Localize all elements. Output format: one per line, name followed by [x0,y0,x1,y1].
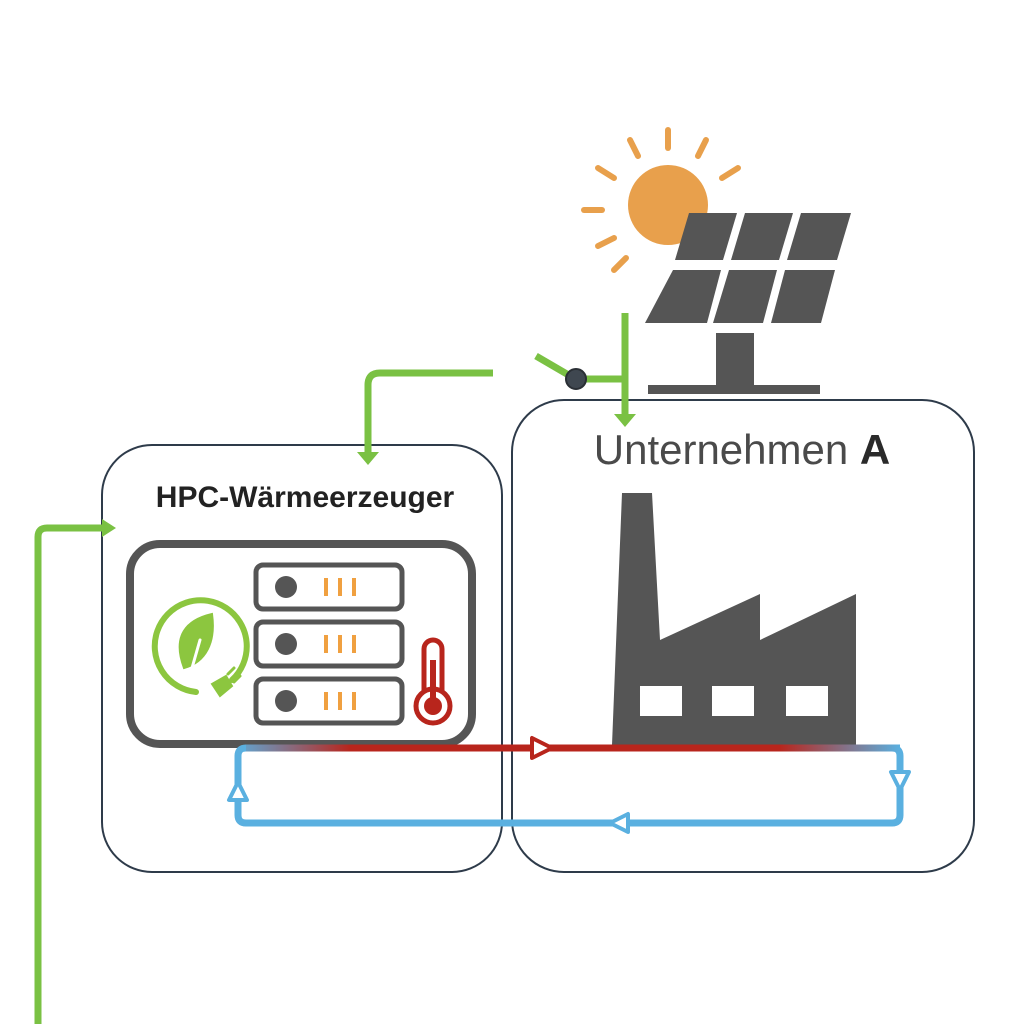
factory-icon [612,493,856,745]
switch-icon [565,368,587,390]
company-title-main: Unternehmen [594,426,848,473]
power-arrow-company [614,414,636,427]
company-a-box: Unternehmen A [511,399,975,873]
company-box-title: Unternehmen A [594,426,891,473]
cold-water-arrow-down [889,770,911,792]
power-arrow-grid [102,519,116,537]
server-unit [253,619,405,669]
company-title-suffix: A [860,426,890,473]
cold-water-return-line [234,744,904,827]
power-line-grid [34,524,106,1024]
hpc-heat-generator-box: HPC-Wärmeerzeuger [101,444,503,873]
switch-lever [534,352,574,381]
power-line-to-hpc [364,369,493,455]
green-energy-leaf-icon [151,597,250,698]
cold-water-arrow-up [227,780,249,802]
server-unit [253,676,405,726]
solar-panel-icon [645,213,851,394]
hot-water-arrow [530,736,554,760]
server-rack-icon [126,540,476,748]
power-arrow-hpc [357,452,379,465]
power-lines [34,313,636,1024]
water-circuit [227,736,911,834]
thermometer-icon [413,637,453,726]
cold-water-arrow-left [608,812,630,834]
hpc-box-title: HPC-Wärmeerzeuger [156,481,455,514]
server-unit [253,562,405,612]
